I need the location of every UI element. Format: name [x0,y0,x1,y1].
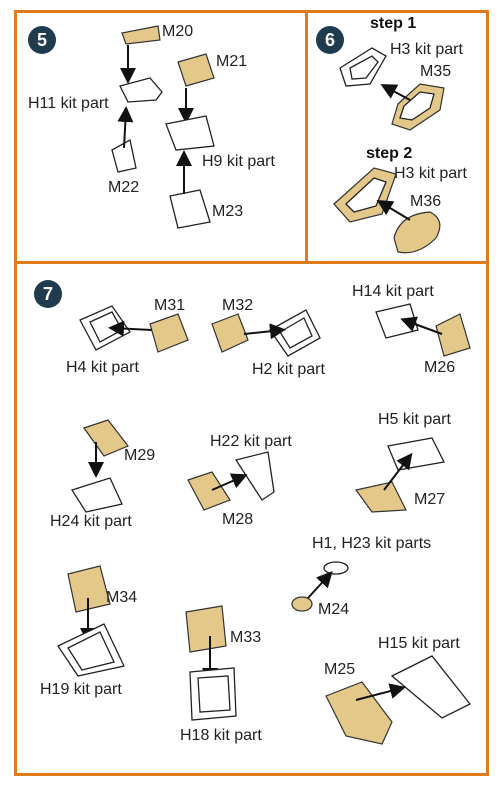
label-h1-h23: H1, H23 kit parts [312,535,431,552]
mask-m31-shape [149,313,189,353]
mask-m21-shape [177,53,215,87]
step-6-number: 6 [325,30,335,50]
mask-m27-shape [354,481,407,513]
part-h22-shape [234,451,275,501]
step-5-number: 5 [37,30,47,50]
arrow-m31 [108,320,153,337]
part-h14-shape [375,303,419,339]
label-m22: M22 [108,179,139,196]
label-h22: H22 kit part [210,433,292,450]
step-6-badge: 6 [316,26,344,54]
mask-m26-shape [435,313,471,357]
part-h5-shape [387,437,445,471]
label-m28: M28 [222,511,253,528]
step-7-badge: 7 [34,280,62,308]
label-h5: H5 kit part [378,411,451,428]
arrow-m24 [307,571,333,599]
mask-m23-shape [169,189,211,229]
label-m36: M36 [410,193,441,210]
mask-m34-shape [67,565,111,613]
panel-step-5 [14,10,308,264]
label-m23: M23 [212,203,243,220]
arrow-m22 [117,106,134,149]
label-m25: M25 [324,661,355,678]
mask-m24-shape [291,596,313,612]
label-h19: H19 kit part [40,681,122,698]
label-h14: H14 kit part [352,283,434,300]
step-2-heading: step 2 [366,145,412,162]
label-m27: M27 [414,491,445,508]
label-m32: M32 [222,297,253,314]
arrow-m26 [400,316,443,335]
arrow-m25 [355,683,406,701]
mask-m29-shape [83,419,129,457]
arrow-m28 [211,473,248,491]
label-h11: H11 kit part [28,95,109,112]
label-m31: M31 [154,297,185,314]
part-h9-shape [165,115,215,151]
mask-m28-shape [187,471,231,511]
mask-m33-shape [185,605,227,653]
mask-m36-shape [393,211,441,254]
mask-m25-shape [325,681,393,745]
label-h4: H4 kit part [66,359,139,376]
step-5-badge: 5 [28,26,56,54]
label-m33: M33 [230,629,261,646]
label-m20: M20 [162,23,193,40]
mask-m20-shape [121,25,161,45]
label-m24: M24 [318,601,349,618]
part-h15-shape [390,655,472,719]
arrow-m27 [383,452,413,491]
label-h15: H15 kit part [378,635,460,652]
label-h9: H9 kit part [202,153,275,170]
label-m34: M34 [106,589,137,606]
label-m35: M35 [420,63,451,80]
arrow-m35 [380,84,411,101]
label-m29: M29 [124,447,155,464]
label-h24: H24 kit part [50,513,132,530]
label-h18: H18 kit part [180,727,262,744]
step-7-number: 7 [43,284,53,304]
label-m26: M26 [424,359,455,376]
part-h24-shape [70,477,123,513]
arrow-m32 [243,323,286,340]
label-h2: H2 kit part [252,361,325,378]
mask-m32-shape [211,313,249,353]
label-h3-step2: H3 kit part [394,165,467,182]
part-h1-h23-shape [323,561,349,575]
label-m21: M21 [216,53,247,70]
step-1-heading: step 1 [370,15,416,32]
label-h3-step1: H3 kit part [390,41,463,58]
part-h11-shape [119,77,163,103]
arrow-m36 [376,199,411,221]
